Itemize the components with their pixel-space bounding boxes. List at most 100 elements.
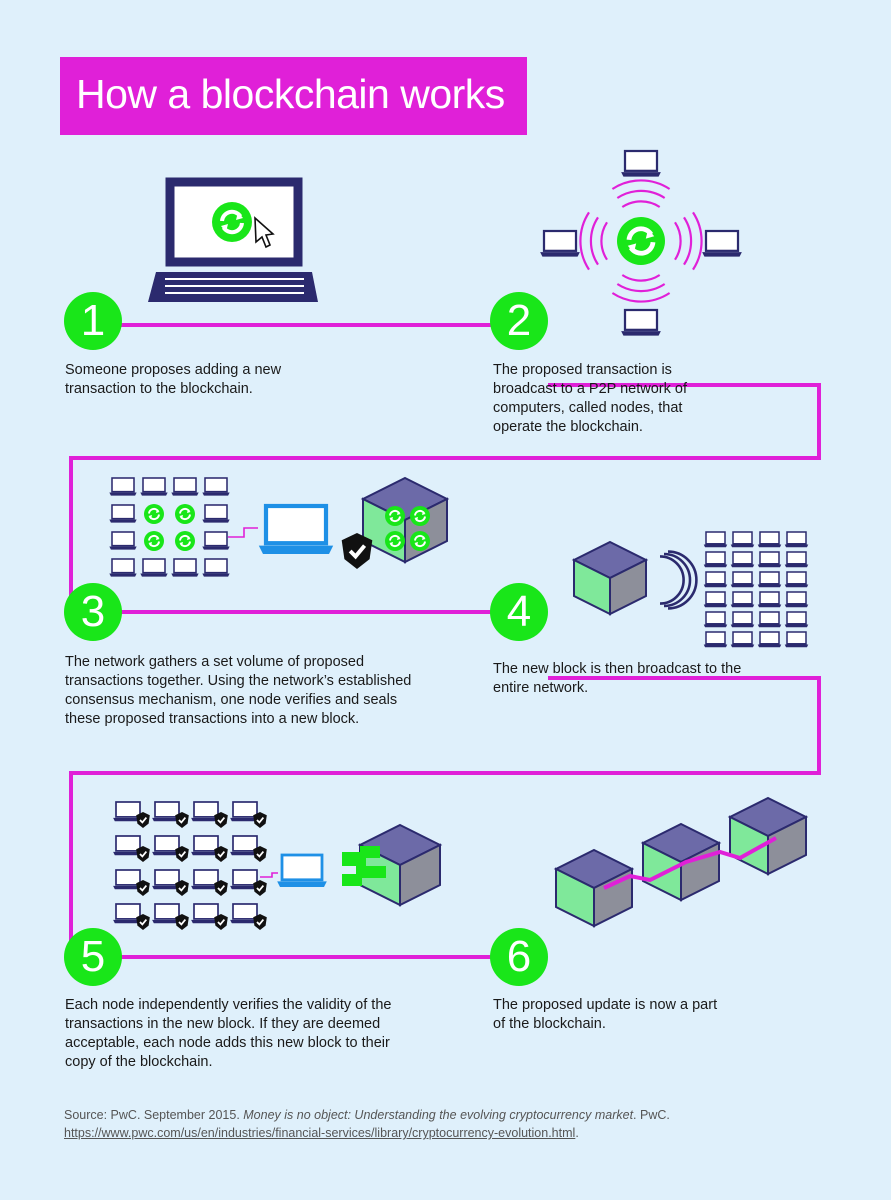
step-2-line: The proposed transaction is	[493, 362, 672, 378]
shield-check-icon	[136, 846, 150, 862]
laptop-screen	[173, 477, 197, 493]
connector-line	[260, 872, 278, 878]
sync-arrowhead	[414, 517, 418, 521]
broadcast-waves-icon	[621, 200, 661, 208]
laptop-base	[757, 584, 782, 588]
sync-icon	[617, 217, 665, 265]
step-1-number: 1	[64, 292, 122, 350]
laptop-screen	[705, 571, 726, 585]
step-5-line: transactions in the new block. If they a…	[65, 1016, 381, 1032]
step-6-line: The proposed update is now a part	[493, 997, 718, 1013]
laptop-base	[621, 172, 661, 177]
sync-icon	[385, 531, 405, 551]
broadcast-waves-icon	[616, 189, 666, 199]
check-mark	[256, 851, 265, 858]
laptop-base	[621, 331, 661, 336]
check-mark	[139, 851, 148, 858]
chain-link-icon	[603, 836, 777, 890]
laptop-screen	[623, 308, 659, 331]
laptop-screen	[142, 477, 166, 493]
broadcast-waves-icon	[611, 179, 671, 190]
source-link[interactable]: https://www.pwc.com/us/en/industries/fin…	[64, 1126, 576, 1140]
sync-icon	[144, 504, 164, 524]
laptop-screen	[759, 571, 780, 585]
broadcast-waves-icon	[659, 555, 685, 605]
broadcast-waves-icon	[616, 283, 666, 293]
chain-link-icon	[342, 846, 386, 886]
laptop-screen	[542, 229, 578, 252]
laptop-screen	[786, 631, 807, 645]
laptop-screen	[705, 611, 726, 625]
broadcast-waves-icon	[674, 221, 682, 261]
check-mark	[256, 885, 265, 892]
laptop-screen	[786, 591, 807, 605]
laptop-screen	[786, 571, 807, 585]
laptop-screen	[232, 869, 258, 886]
broadcast-waves-icon	[683, 216, 693, 266]
title-banner: How a blockchain works	[60, 57, 527, 135]
check-mark	[139, 919, 148, 926]
shield-check-icon	[214, 846, 228, 862]
laptop-base	[703, 584, 728, 588]
laptop-screen	[705, 531, 726, 545]
step-1-line: Someone proposes adding a new	[65, 362, 282, 378]
laptop-screen	[759, 611, 780, 625]
step-2-number: 2	[490, 292, 548, 350]
sync-arrowhead	[179, 542, 183, 546]
laptop-screen	[732, 571, 753, 585]
sync-arrowhead	[627, 243, 637, 253]
shield-check-icon	[136, 812, 150, 828]
broadcast-waves-icon	[589, 216, 599, 266]
step-6-illustration	[553, 796, 809, 928]
source-title: Money is no object: Understanding the ev…	[243, 1108, 634, 1122]
laptop-screen	[111, 504, 135, 520]
check-mark	[348, 544, 367, 560]
shield-check-icon	[175, 846, 189, 862]
laptop-screen	[193, 801, 219, 818]
broadcast-waves-icon	[579, 211, 590, 271]
laptop-screen	[732, 611, 753, 625]
laptop-base	[702, 252, 742, 257]
laptop-base	[113, 817, 143, 822]
broadcast-waves-icon	[692, 211, 703, 271]
laptop-base	[784, 564, 809, 568]
laptop-base	[171, 492, 199, 496]
sync-arrowhead	[187, 509, 191, 513]
shield-check-icon	[175, 880, 189, 896]
laptop-base	[540, 252, 580, 257]
step-1-line: transaction to the blockchain.	[65, 381, 253, 397]
check-mark	[139, 817, 148, 824]
shield-check-icon	[253, 812, 267, 828]
laptop-screen	[115, 869, 141, 886]
cube-right	[593, 867, 633, 928]
step-1-illustration	[148, 177, 318, 302]
shield-check-icon	[253, 914, 267, 930]
laptop-base	[703, 544, 728, 548]
laptop-base	[703, 604, 728, 608]
laptop-base	[784, 604, 809, 608]
laptop-screen	[204, 504, 228, 520]
step-2-illustration	[540, 149, 742, 336]
step-2-description: The proposed transaction is broadcast to…	[493, 361, 687, 437]
sync-icon	[175, 531, 195, 551]
check-mark	[178, 919, 187, 926]
check-mark	[217, 817, 226, 824]
laptop-base	[113, 885, 143, 890]
shield-check-icon	[341, 533, 373, 569]
step-3-number: 3	[64, 583, 122, 641]
laptop-base	[757, 624, 782, 628]
laptop-screen	[154, 835, 180, 852]
check-mark	[217, 919, 226, 926]
laptop-base	[784, 584, 809, 588]
laptop-base	[109, 546, 137, 550]
broadcast-waves-icon	[663, 552, 692, 608]
shield-check-icon	[214, 880, 228, 896]
laptop-base	[230, 817, 260, 822]
check-mark	[178, 817, 187, 824]
laptop-screen	[193, 869, 219, 886]
laptop-screen	[732, 551, 753, 565]
step-2-line: broadcast to a P2P network of	[493, 381, 687, 397]
laptop-screen	[705, 551, 726, 565]
laptop-base	[703, 644, 728, 648]
